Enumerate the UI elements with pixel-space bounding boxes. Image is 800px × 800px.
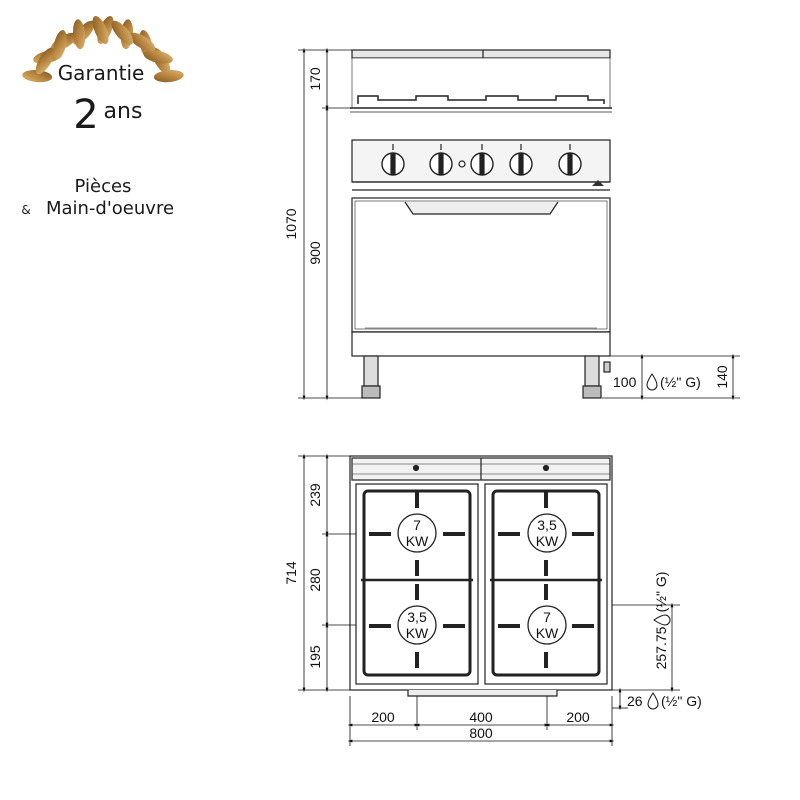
laurel-leaf [111, 20, 134, 45]
burner-unit: KW [536, 533, 559, 549]
burner-power: 3,5 [407, 609, 427, 625]
gas-side-label: (½" G) [653, 572, 669, 613]
burner-grates [361, 489, 602, 677]
dim-body-height: 900 [307, 241, 323, 265]
knob-indicator [390, 153, 396, 175]
front-dimensions [298, 47, 740, 401]
oven-door [351, 197, 611, 333]
dim-gas-height: 100 [613, 374, 637, 390]
dim-front: 195 [307, 645, 323, 669]
dim-total-width: 800 [469, 725, 493, 741]
legs [361, 355, 611, 399]
dim-depth: 714 [283, 561, 299, 585]
front-view [350, 49, 612, 399]
warranty-badge: Garantie 2 ans Pièces & Main-d'oeuvre [21, 15, 184, 219]
laurel-leaf [128, 32, 156, 52]
laurel-leaf [72, 19, 86, 50]
badge-line-pieces: Pièces [75, 176, 132, 197]
burner-1: 3,5 KW [527, 513, 567, 553]
laurel-leaf [153, 69, 184, 83]
dim-gas-side: 257.75 [653, 626, 669, 669]
front-handle [407, 690, 558, 697]
badge-line-garantie: Garantie [58, 61, 145, 85]
burner-unit: KW [406, 625, 429, 641]
knob-row [381, 144, 582, 176]
laurel-leaf [53, 30, 67, 60]
dim-total-height: 1070 [283, 208, 299, 239]
burner-power: 7 [543, 609, 551, 625]
burner-unit: KW [406, 533, 429, 549]
gas-inlet-label: (½" G) [660, 374, 701, 390]
laurel-leaf [143, 50, 173, 64]
badge-line-main-d-oeuvre: Main-d'oeuvre [46, 198, 174, 219]
burner-power: 7 [413, 517, 421, 533]
badge-number: 2 [73, 92, 98, 138]
burner-3: 7 KW [527, 605, 567, 645]
dim-right-width: 200 [566, 709, 590, 725]
burner-power: 3,5 [537, 517, 557, 533]
burner-0: 7 KW [397, 513, 437, 553]
gas-drop-icon [646, 373, 658, 391]
top-view [349, 455, 613, 697]
ignition-icon [458, 160, 466, 168]
knob-indicator [518, 153, 524, 175]
top-dimensions [298, 453, 680, 746]
laurel-leaf [22, 69, 53, 83]
dim-top-height: 170 [307, 67, 323, 91]
badge-unit: ans [104, 99, 143, 124]
dim-left-width: 200 [371, 709, 395, 725]
dim-back: 239 [307, 483, 323, 507]
brand-logo-icon [592, 180, 604, 186]
badge-amp: & [21, 203, 30, 217]
dim-gas-bottom: 26 [627, 693, 643, 709]
gas-drop-icon [647, 692, 659, 710]
gas-drop-icon [653, 614, 671, 626]
grate-frame [491, 489, 601, 677]
knob-indicator [438, 153, 444, 175]
dim-feet-height: 140 [714, 365, 730, 389]
front-grate-profile [350, 95, 612, 113]
knob-indicator [567, 153, 573, 175]
dim-middle: 280 [307, 568, 323, 592]
laurel-leaf [92, 15, 109, 45]
burner-2: 3,5 KW [397, 605, 437, 645]
burner-unit: KW [536, 625, 559, 641]
oven-door-handle [404, 201, 559, 215]
grate-frame [362, 489, 472, 677]
knob-indicator [479, 153, 485, 175]
gas-bottom-label: (½" G) [661, 693, 702, 709]
laurel-leaf [35, 47, 55, 75]
laurel-wreath-icon [22, 15, 184, 83]
dim-center-width: 400 [469, 709, 493, 725]
